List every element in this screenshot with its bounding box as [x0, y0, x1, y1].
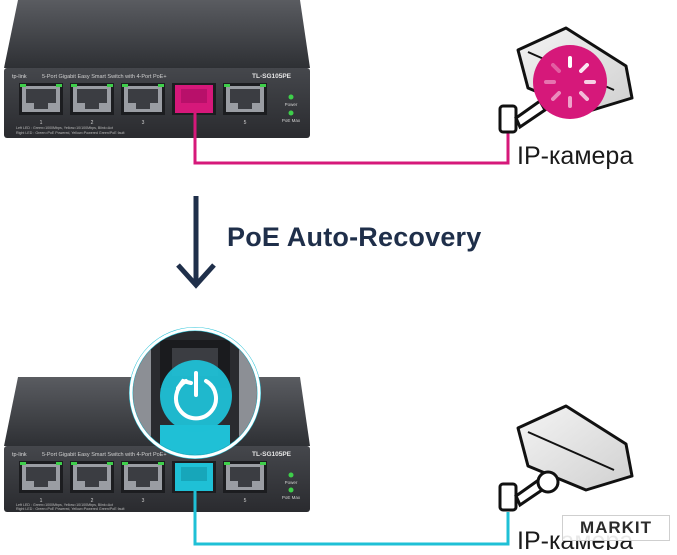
- poe-max-led: [288, 487, 294, 493]
- led-legend-line1: Left LED : Green=1000Mbps, Yellow=10/100…: [16, 503, 113, 507]
- switch-model: TL-SG105PE: [252, 73, 292, 80]
- led-legend-line2: Right LED : Green=PoE Powered, Yellow=Po…: [16, 507, 124, 511]
- port-4-recovered: [172, 461, 216, 493]
- port-5: [223, 461, 267, 493]
- camera-lens: [536, 470, 560, 494]
- port-3: [121, 83, 165, 115]
- ip-camera-bottom: [498, 404, 634, 512]
- switch-description: 5-Port Gigabit Easy Smart Switch with 4-…: [42, 452, 167, 458]
- port-2: [70, 461, 114, 493]
- port-number-5: 5: [244, 120, 247, 126]
- port-1: [19, 461, 63, 493]
- poe-max-led: [288, 110, 294, 116]
- switch-model: TL-SG105PE: [252, 451, 292, 458]
- switch-brand-logo: tp-link: [12, 74, 27, 80]
- port-3: [121, 461, 165, 493]
- power-led: [288, 472, 294, 478]
- port-4-fault: [172, 83, 216, 115]
- title: PoE Auto-Recovery: [227, 222, 482, 252]
- power-recovery-icon: [174, 371, 218, 421]
- power-led-label: Power: [285, 480, 298, 485]
- poe-max-led-label: PoE Max: [282, 118, 301, 123]
- switch-top-lid: [4, 0, 310, 68]
- port-number-3: 3: [142, 120, 145, 126]
- watermark-logo: MARKIT: [562, 515, 670, 541]
- switch-brand-logo: tp-link: [12, 452, 27, 458]
- ip-camera-label-top: IP-камера: [517, 142, 634, 170]
- switch-top: tp-link 5-Port Gigabit Easy Smart Switch…: [4, 0, 310, 138]
- switch-description: 5-Port Gigabit Easy Smart Switch with 4-…: [42, 74, 167, 80]
- poe-max-led-label: PoE Max: [282, 495, 301, 500]
- port-number-2: 2: [91, 498, 94, 504]
- led-legend-line1: Left LED : Green=1000Mbps, Yellow=10/100…: [16, 126, 113, 130]
- port-2: [70, 83, 114, 115]
- port-1: [19, 83, 63, 115]
- ip-camera-top: [498, 26, 634, 134]
- port-5: [223, 83, 267, 115]
- port-number-1: 1: [40, 498, 43, 504]
- power-led-label: Power: [285, 102, 298, 107]
- magnifier-lens: [129, 327, 261, 459]
- arrow-down-icon: [176, 196, 216, 289]
- led-legend-line2: Right LED : Green=PoE Powered, Yellow=Po…: [16, 131, 124, 135]
- loading-spinner-icon: [544, 56, 596, 108]
- port-number-2: 2: [91, 120, 94, 126]
- power-led: [288, 94, 294, 100]
- port-number-1: 1: [40, 120, 43, 126]
- recovered-cable: [193, 491, 510, 546]
- camera-fault-circle: [533, 45, 607, 119]
- fault-cable: [193, 113, 510, 165]
- port-number-3: 3: [142, 498, 145, 504]
- port-number-5: 5: [244, 498, 247, 504]
